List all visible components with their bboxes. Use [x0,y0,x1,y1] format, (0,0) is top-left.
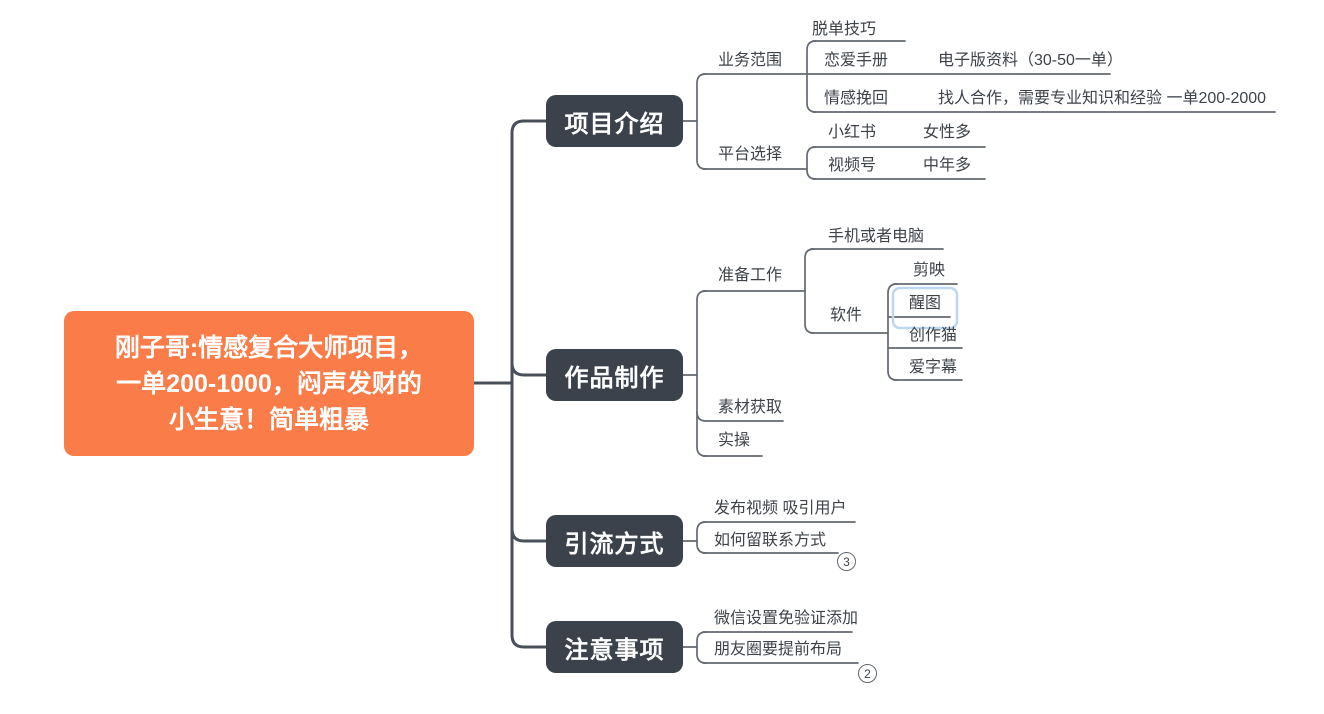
b1a-bracket [806,40,817,113]
node-moments-layout[interactable]: 朋友圈要提前布局 [714,641,843,658]
node-platform-choice[interactable]: 平台选择 [718,146,783,163]
collapsed-count-badge-3[interactable]: 3 [837,552,856,571]
b2a-bracket [804,248,815,334]
node-aizimu[interactable]: 爱字幕 [909,359,958,376]
node-material-get[interactable]: 素材获取 [718,399,783,416]
node-single-skill[interactable]: 脱单技巧 [812,21,877,38]
branch2-junction [510,361,548,377]
node-more-female[interactable]: 女性多 [923,124,972,141]
node-preparation[interactable]: 准备工作 [718,267,783,284]
node-phone-or-pc[interactable]: 手机或者电脑 [828,228,925,245]
node-ebook-material[interactable]: 电子版资料（30-50一单） [938,52,1123,69]
node-practice[interactable]: 实操 [718,432,751,449]
node-emotion-recovery[interactable]: 情感挽回 [824,90,889,107]
node-wechat-setting[interactable]: 微信设置免验证添加 [714,610,859,627]
sucaihuoqu-underline [696,411,784,422]
node-xiaohongshu[interactable]: 小红书 [828,124,877,141]
node-shipinhao[interactable]: 视频号 [828,157,877,174]
node-middle-aged[interactable]: 中年多 [923,157,972,174]
root-topic-line2: 一单200-1000，闷声发财的 [116,369,422,398]
node-cooperation[interactable]: 找人合作，需要专业知识和经验 一单200-2000 [938,90,1267,107]
b4-fork [696,631,707,664]
node-xingtu-selected[interactable]: 醒图 [909,295,942,312]
branch-project-intro[interactable]: 项目介绍 [546,95,683,147]
collapsed-count-badge-2[interactable]: 2 [858,664,877,683]
branch-work-production[interactable]: 作品制作 [546,349,683,401]
node-leave-contact[interactable]: 如何留联系方式 [714,532,827,549]
b3-fork [696,521,707,554]
b2b-bracket [887,283,898,381]
b1-fork [696,73,707,170]
node-business-scope[interactable]: 业务范围 [718,52,783,69]
root-topic[interactable]: 刚子哥:情感复合大师项目， 一单200-1000，闷声发财的 小生意！简单粗暴 [64,311,474,456]
b1b-bracket [806,146,817,180]
root-topic-line1: 刚子哥:情感复合大师项目， [114,333,424,362]
branch-traffic-method[interactable]: 引流方式 [546,515,683,567]
node-chuangzuomao[interactable]: 创作猫 [909,327,958,344]
selected-node-outline [891,286,959,330]
b2-fork [696,290,707,457]
main-spine [510,119,548,649]
node-jianying[interactable]: 剪映 [913,262,946,279]
node-software[interactable]: 软件 [830,307,863,324]
root-topic-line3: 小生意！简单粗暴 [168,405,369,434]
branch-precautions[interactable]: 注意事项 [546,621,683,673]
node-love-manual[interactable]: 恋爱手册 [824,52,889,69]
branch3-junction [510,527,548,543]
node-publish-video[interactable]: 发布视频 吸引用户 [714,500,847,517]
